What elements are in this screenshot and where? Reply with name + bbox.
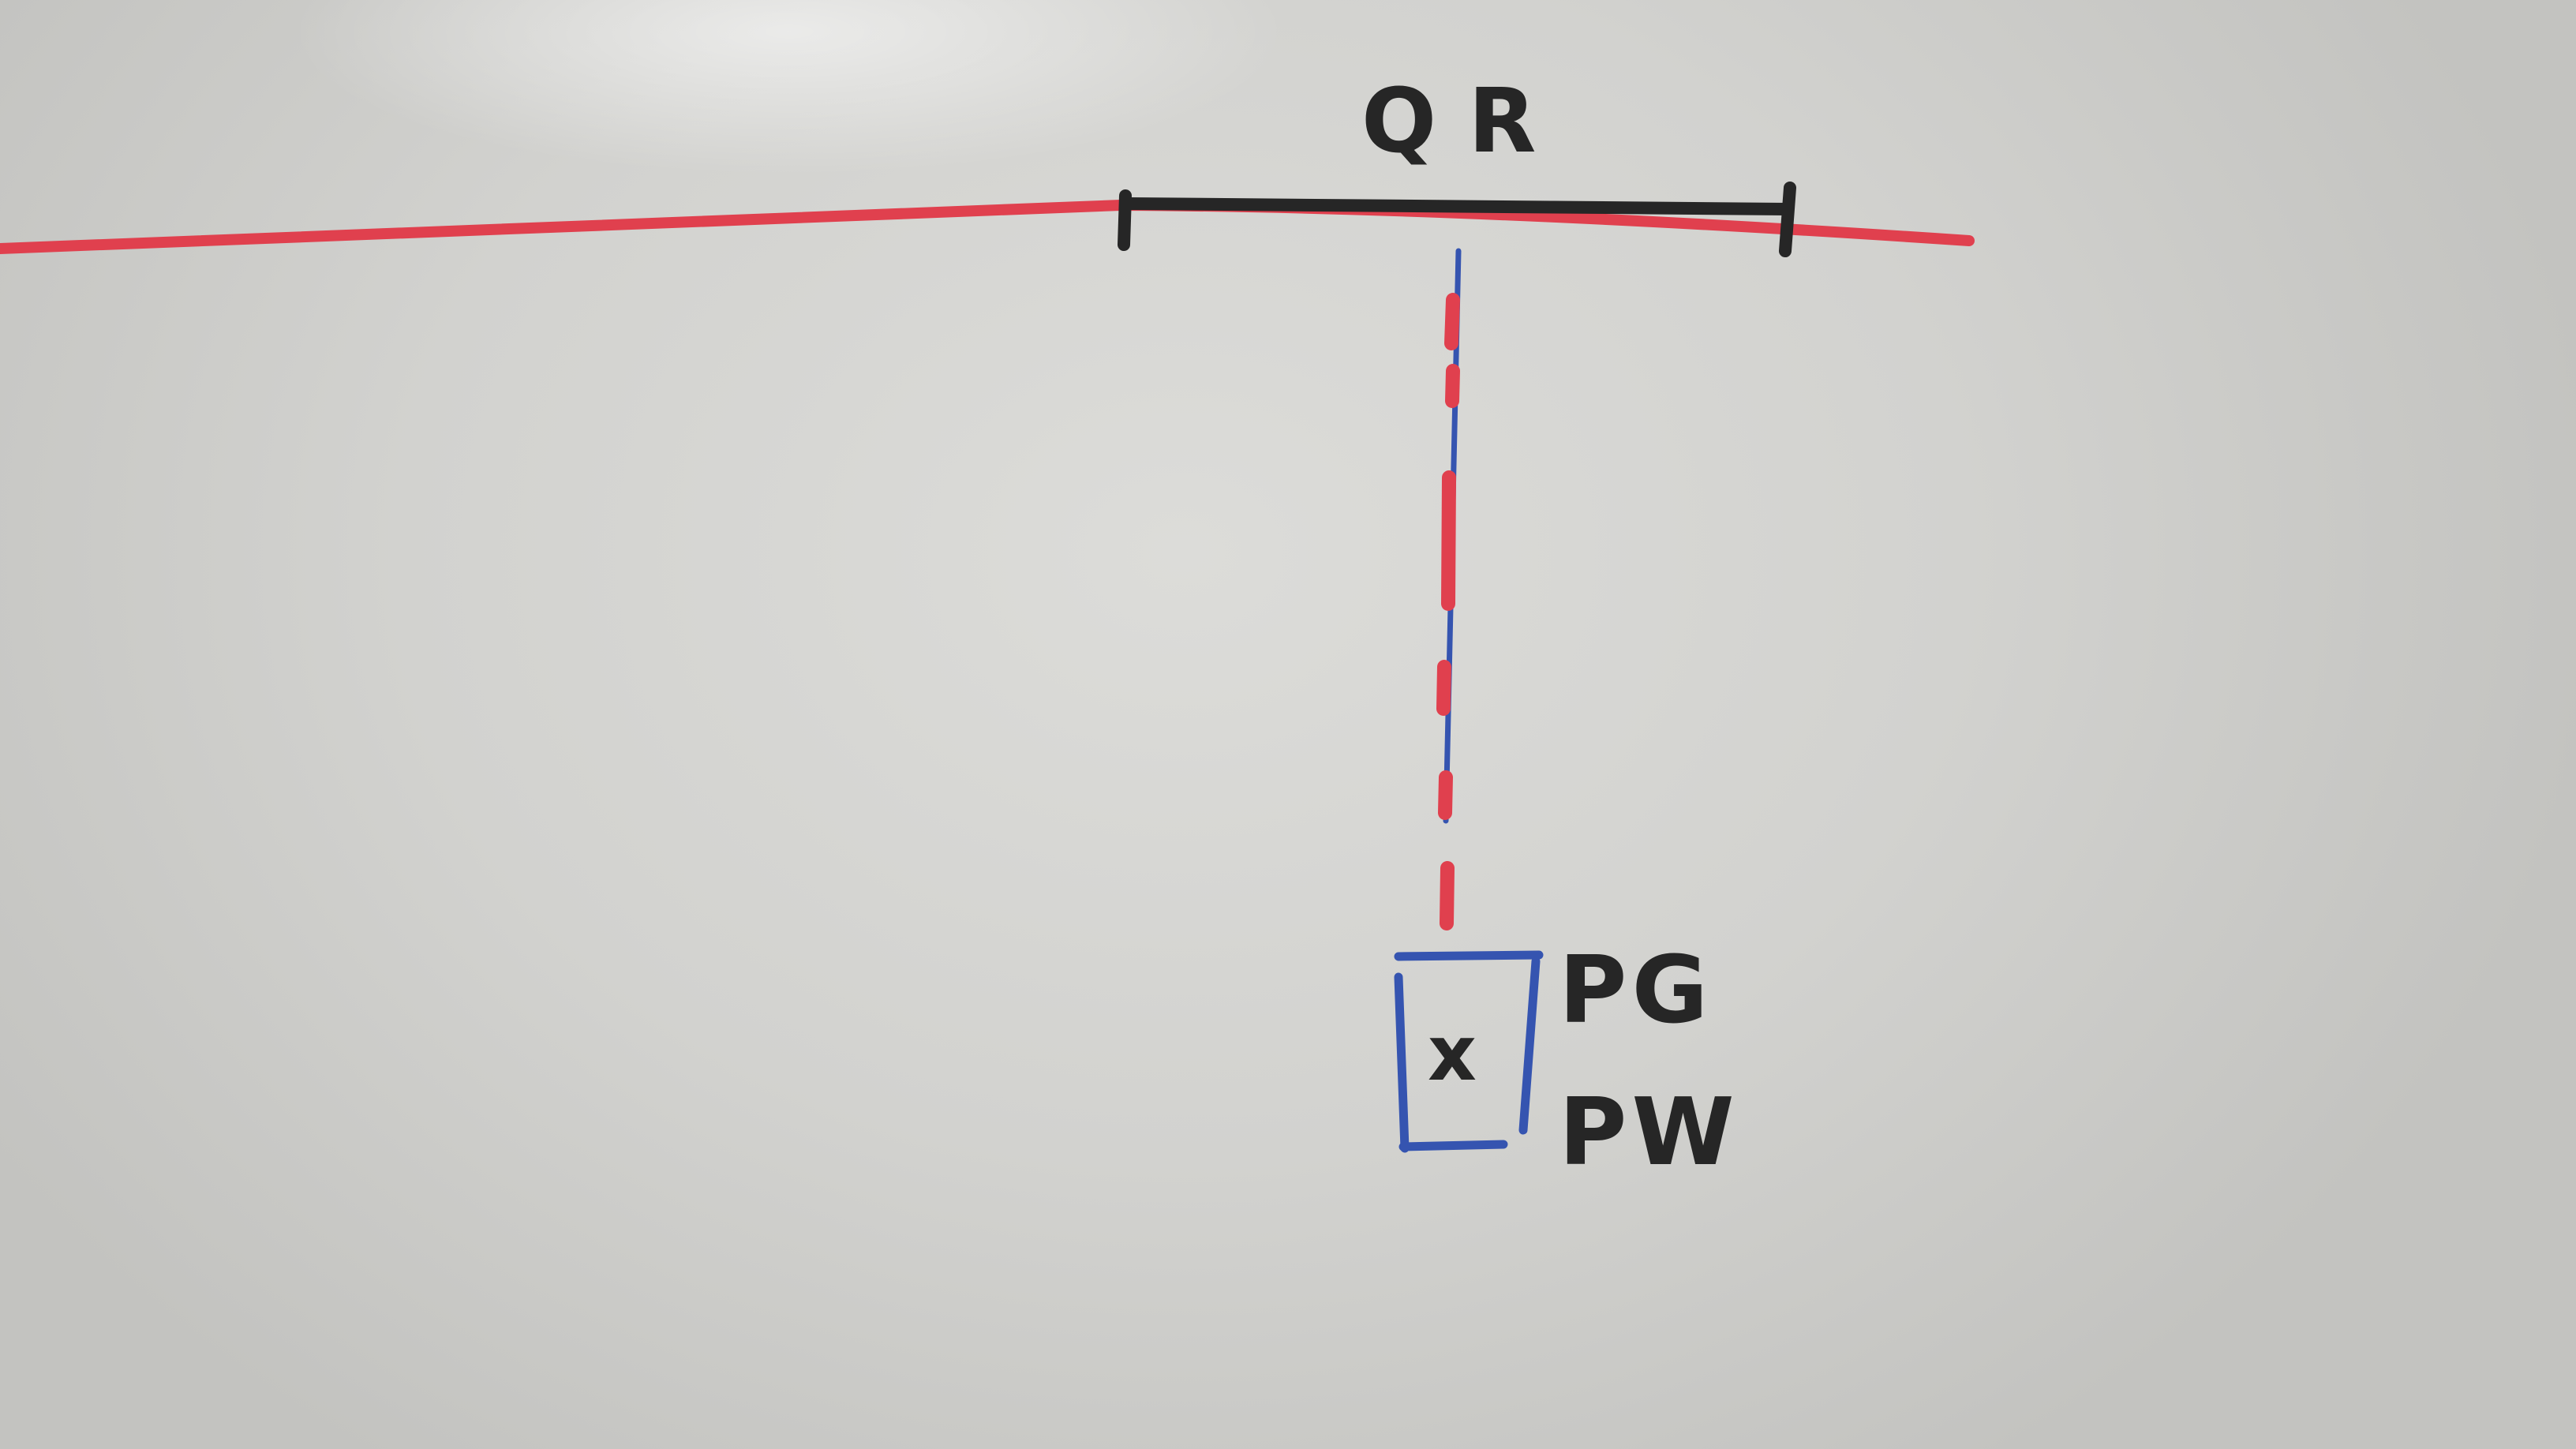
black-segment-qr xyxy=(1122,197,1794,215)
box-label-pw: PW xyxy=(1559,1077,1739,1186)
red-dash xyxy=(1441,470,1456,611)
box-x-mark: x xyxy=(1428,1009,1477,1098)
segment-right-tick xyxy=(1779,182,1796,257)
box-bottom-edge xyxy=(1398,1140,1508,1151)
red-dash xyxy=(1445,364,1460,408)
red-dashed-line xyxy=(1436,293,1460,930)
blue-box xyxy=(1394,950,1544,1153)
box-right-edge xyxy=(1518,957,1541,1135)
segment-label-qr: QR xyxy=(1361,70,1568,173)
box-left-edge xyxy=(1394,972,1410,1153)
box-top-edge xyxy=(1394,950,1544,961)
segment-left-tick xyxy=(1118,189,1132,251)
red-baseline xyxy=(0,199,1975,254)
red-dash xyxy=(1438,770,1453,820)
red-dash xyxy=(1444,293,1460,350)
red-dash xyxy=(1436,660,1451,716)
box-label-pg: PG xyxy=(1559,935,1713,1044)
